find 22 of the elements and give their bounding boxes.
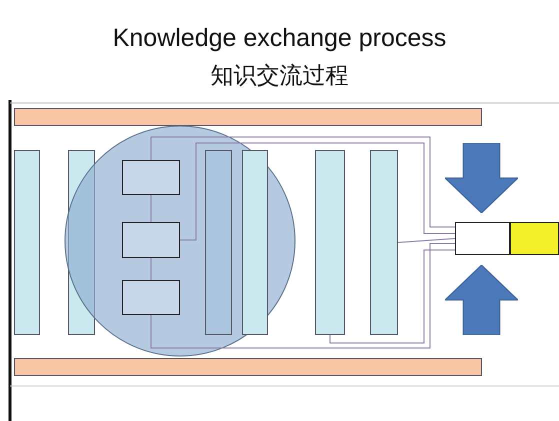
vertical-bar (370, 150, 398, 335)
box (122, 280, 180, 315)
horizontal-bar (14, 358, 482, 376)
connector-line (150, 194, 152, 222)
box (122, 160, 180, 195)
connector-line (150, 258, 152, 280)
vertical-bar (14, 150, 40, 335)
horizontal-bar (14, 108, 482, 126)
vertical-bar (205, 150, 232, 335)
connector-line (180, 142, 456, 240)
up-arrow-shape (445, 265, 518, 335)
connector-line (330, 250, 456, 344)
title: Knowledge exchange process (112, 24, 448, 53)
box (510, 222, 559, 255)
vertical-bar (315, 150, 345, 335)
subtitle: 知识交流过程 (210, 62, 350, 91)
box (122, 222, 180, 258)
connector-line (150, 242, 456, 348)
down-arrow-shape (445, 143, 518, 213)
box (455, 222, 510, 255)
connector-line (150, 136, 456, 228)
connector-line (398, 238, 456, 243)
